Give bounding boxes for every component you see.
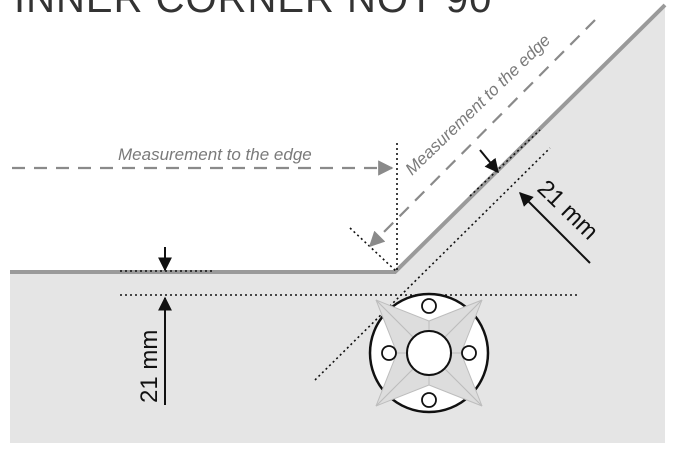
- tool-fitting: [368, 292, 490, 414]
- dotted-guides: [120, 129, 580, 381]
- fitting-hole-top: [421, 298, 437, 314]
- fitting-hole-bottom: [421, 392, 437, 408]
- panel-surface: [10, 5, 665, 443]
- measurement-diagonal-line: [368, 19, 596, 248]
- panel-edge-line: [10, 3, 667, 274]
- diagram-heading: INNER CORNER NOT 90°: [14, 0, 509, 21]
- guide-offset-diagonal: [314, 147, 551, 381]
- guide-corner-diagonal: [349, 227, 398, 273]
- dimension-diagonal: [479, 149, 591, 264]
- dimension-vertical-label: 21 mm: [136, 330, 163, 403]
- dimension-diagonal-bottom-arrow: [519, 192, 591, 264]
- dimension-diagonal-top-arrow: [479, 149, 499, 174]
- fitting-hole-left: [381, 345, 397, 361]
- measurement-label-horizontal: Measurement to the edge: [118, 145, 312, 164]
- fitting-center-hole: [406, 330, 452, 376]
- guide-edge-parallel-short: [469, 129, 541, 197]
- fitting-hole-right: [461, 345, 477, 361]
- measurement-lines: [12, 19, 596, 248]
